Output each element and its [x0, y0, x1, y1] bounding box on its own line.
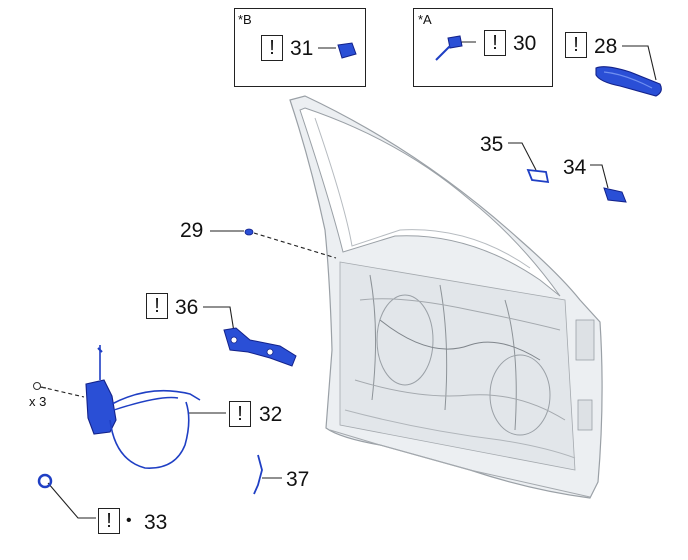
part-33-grommet	[37, 473, 53, 489]
inset-b-tag: *B	[238, 12, 252, 27]
inset-a-part-number: 30	[513, 32, 537, 55]
part-32-lock-assembly	[85, 345, 201, 469]
callout-29-number: 29	[180, 219, 204, 242]
callout-28-caution-mark: !	[565, 32, 587, 58]
part-29-clip	[244, 228, 254, 236]
part-36-frame	[223, 327, 297, 367]
leader-lines	[40, 41, 657, 519]
part-34-cover	[603, 187, 627, 203]
inset-b-part-number: 31	[290, 37, 314, 60]
screw-quantity: x 3	[29, 394, 47, 409]
inset-a-frame	[413, 8, 553, 87]
callout-32-caution-mark: !	[229, 401, 251, 427]
part-28-outside-handle	[595, 66, 662, 97]
inset-b-frame	[234, 8, 366, 87]
part-30-cylinder	[435, 35, 463, 61]
callout-33-caution-mark: !	[98, 508, 120, 534]
inset-b-caution-mark: !	[261, 35, 283, 61]
callout-28-number: 28	[594, 35, 618, 58]
callout-33-number: 33	[144, 511, 168, 534]
callout-36-caution-mark: !	[146, 293, 168, 319]
callout-33-bullet: •	[126, 512, 132, 529]
callout-35-number: 35	[480, 133, 504, 156]
inset-a-caution-mark: !	[484, 30, 506, 56]
part-35-gasket	[526, 168, 550, 184]
callout-34-number: 34	[563, 156, 587, 179]
part-31-cap	[337, 42, 357, 59]
screw-icon	[33, 382, 47, 390]
callout-37-number: 37	[286, 468, 310, 491]
door-panel	[289, 95, 603, 499]
inset-a-tag: *A	[418, 12, 432, 27]
callout-32-number: 32	[259, 403, 283, 426]
callout-36-number: 36	[175, 296, 199, 319]
part-37-rod	[253, 454, 263, 495]
